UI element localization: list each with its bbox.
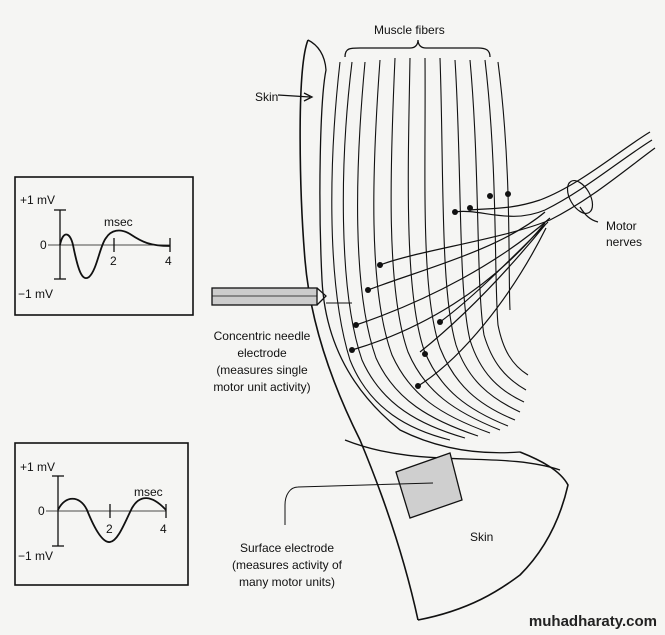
tick-4-label: 4	[160, 522, 167, 536]
trace-frame	[14, 442, 189, 586]
y-bottom-label: −1 mV	[18, 287, 53, 301]
skin-label-bottom: Skin	[470, 530, 493, 544]
needle-electrode	[211, 287, 352, 306]
zero-label: 0	[40, 238, 47, 252]
surface-label: many motor units)	[239, 575, 335, 589]
fiber-brace	[344, 39, 491, 58]
needle-label: electrode	[237, 346, 287, 360]
motor-nerves-label: nerves	[606, 235, 642, 249]
x-unit-label: msec	[104, 215, 133, 229]
surface-label: (measures activity of	[232, 558, 343, 572]
needle-label: Concentric needle	[214, 329, 311, 343]
zero-label: 0	[38, 504, 45, 518]
watermark: muhadharaty.com	[529, 613, 657, 630]
skin-label-top: Skin	[255, 90, 278, 104]
y-bottom-label: −1 mV	[18, 549, 53, 563]
muscle-fibers	[331, 57, 529, 441]
y-top-label: +1 mV	[20, 193, 55, 207]
tick-2-label: 2	[106, 522, 113, 536]
needle-label: (measures single	[216, 363, 308, 377]
surface-electrode	[284, 452, 463, 525]
tick-4-label: 4	[165, 254, 172, 268]
single-motor-unit-trace: +1 mV −1 mV 0 msec 2 4	[14, 176, 194, 316]
tick-2-label: 2	[110, 254, 117, 268]
motor-nerves-label: Motor	[606, 219, 637, 233]
x-unit-label: msec	[134, 485, 163, 499]
waveform	[57, 497, 167, 543]
surface-label: Surface electrode	[240, 541, 334, 555]
surface-trace: +1 mV −1 mV 0 msec 2 4	[14, 442, 189, 586]
muscle-outline	[299, 39, 569, 621]
y-top-label: +1 mV	[20, 460, 55, 474]
needle-label: motor unit activity)	[213, 380, 310, 394]
waveform	[59, 229, 171, 279]
skin-arrow	[277, 94, 311, 98]
trace-frame	[14, 176, 194, 316]
muscle-fibers-label: Muscle fibers	[374, 23, 445, 37]
motor-nerves	[351, 131, 656, 387]
arrowhead-icon	[303, 92, 314, 102]
